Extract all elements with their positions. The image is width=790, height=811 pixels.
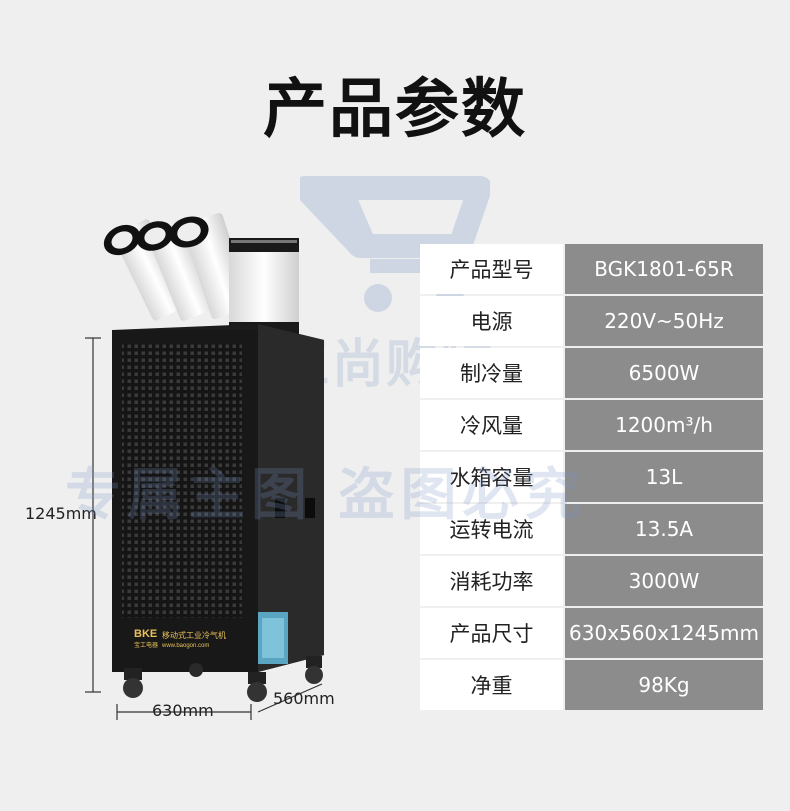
spec-label: 冷风量 (420, 400, 563, 450)
brand-logo: BKE (134, 628, 157, 640)
spec-row-cooling-capacity: 制冷量 6500W (420, 348, 763, 398)
product-label: 移动式工业冷气机 (162, 630, 226, 640)
product-site: www.baogon.com (161, 643, 209, 649)
spec-label: 消耗功率 (420, 556, 563, 606)
spec-row-tank-capacity: 水箱容量 13L (420, 452, 763, 502)
height-dimension-label: 1245mm (25, 504, 97, 523)
spec-row-running-current: 运转电流 13.5A (420, 504, 763, 554)
brand-logo-sub: 宝工电器 (134, 641, 158, 649)
spec-row-airflow: 冷风量 1200m³/h (420, 400, 763, 450)
spec-label: 产品尺寸 (420, 608, 563, 658)
page-title: 产品参数 (263, 73, 527, 147)
spec-row-model: 产品型号 BGK1801-65R (420, 244, 763, 294)
spec-row-net-weight: 净重 98Kg (420, 660, 763, 710)
spec-row-dimensions: 产品尺寸 630x560x1245mm (420, 608, 763, 658)
spec-value: 13L (565, 452, 763, 502)
spec-value: 1200m³/h (565, 400, 763, 450)
spec-value: 98Kg (565, 660, 763, 710)
spec-row-power-supply: 电源 220V~50Hz (420, 296, 763, 346)
spec-table: 产品型号 BGK1801-65R 电源 220V~50Hz 制冷量 6500W … (420, 244, 763, 712)
spec-label: 水箱容量 (420, 452, 563, 502)
spec-value: 220V~50Hz (565, 296, 763, 346)
cabinet (112, 324, 324, 672)
casters (123, 656, 323, 702)
air-conditioner-image: BKE 宝工电器 移动式工业冷气机 www.baogon.com (85, 212, 324, 720)
spec-label: 制冷量 (420, 348, 563, 398)
depth-dimension-label: 560mm (273, 689, 335, 708)
width-dimension-label: 630mm (152, 701, 214, 720)
spec-value: 13.5A (565, 504, 763, 554)
spec-value: BGK1801-65R (565, 244, 763, 294)
spec-value: 6500W (565, 348, 763, 398)
spec-label: 净重 (420, 660, 563, 710)
air-hoses (103, 212, 299, 334)
spec-value: 630x560x1245mm (565, 608, 763, 658)
spec-row-power-consumption: 消耗功率 3000W (420, 556, 763, 606)
spec-label: 电源 (420, 296, 563, 346)
spec-label: 运转电流 (420, 504, 563, 554)
dimension-lines (85, 337, 323, 720)
spec-label: 产品型号 (420, 244, 563, 294)
spec-value: 3000W (565, 556, 763, 606)
